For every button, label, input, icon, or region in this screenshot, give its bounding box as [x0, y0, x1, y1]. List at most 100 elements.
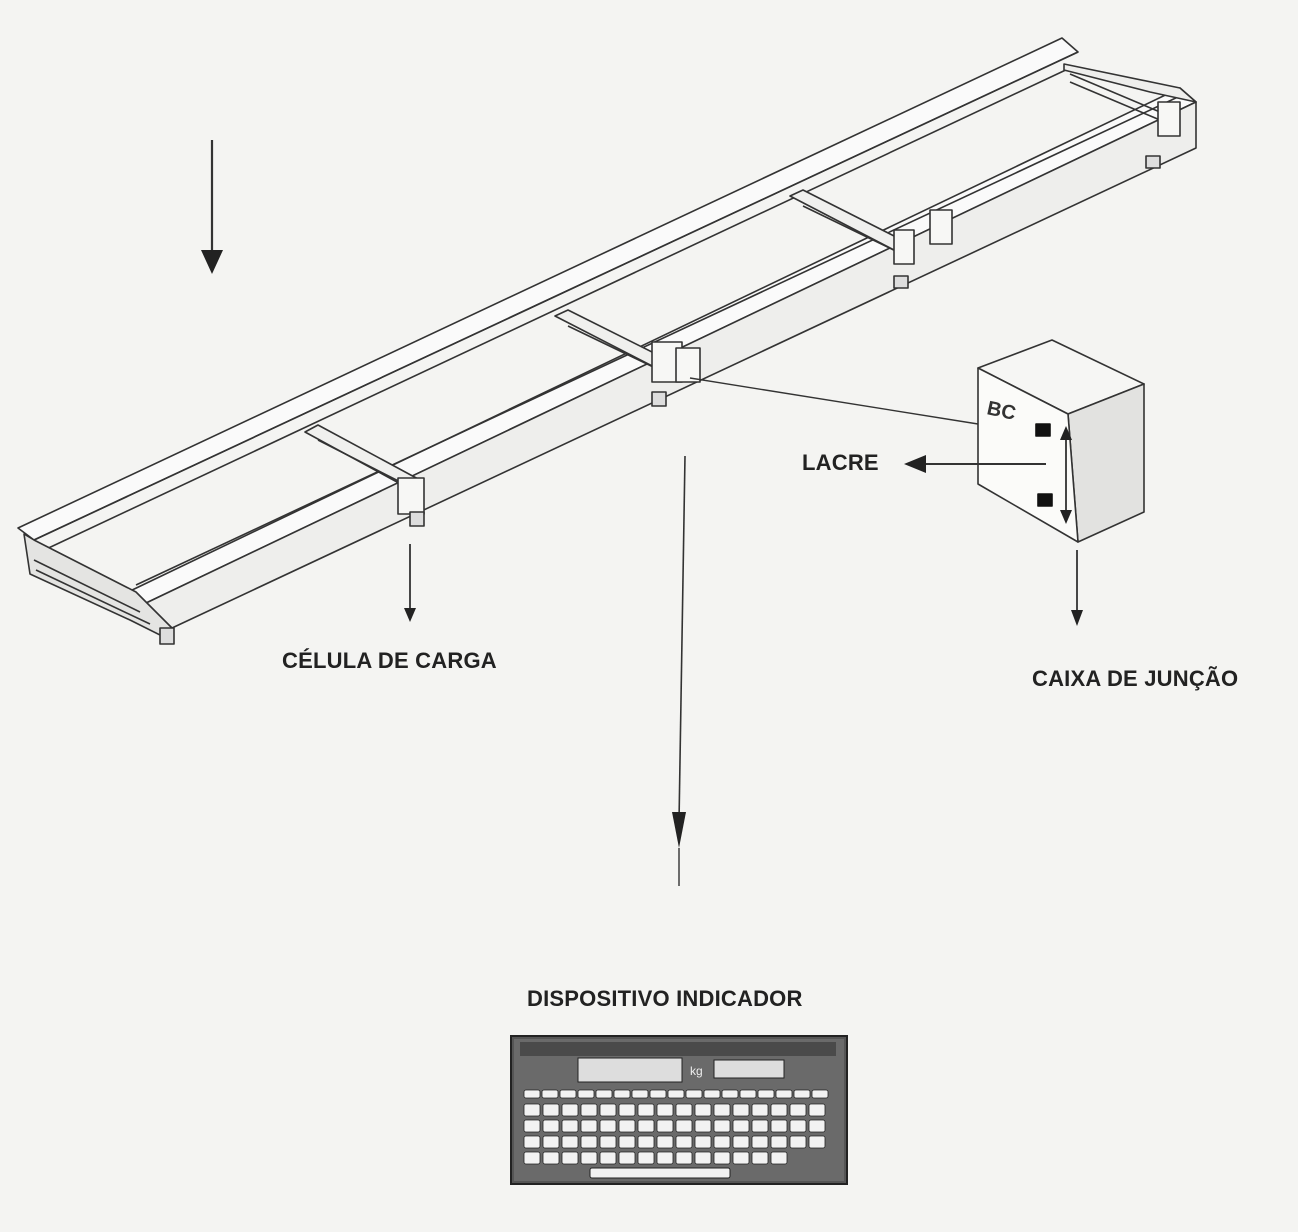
display-screen	[577, 1057, 683, 1083]
keyboard-key	[542, 1151, 560, 1165]
keyboard-key	[789, 1103, 807, 1117]
keyboard-key	[703, 1089, 721, 1099]
keyboard-key	[667, 1089, 685, 1099]
keyboard-key	[618, 1135, 636, 1149]
keyboard-key	[656, 1151, 674, 1165]
keyboard-key	[542, 1103, 560, 1117]
seal-point-bottom	[1037, 493, 1053, 507]
keyboard-key	[656, 1103, 674, 1117]
keyboard-key	[618, 1119, 636, 1133]
keyboard-key	[631, 1089, 649, 1099]
keyboard-key	[770, 1151, 788, 1165]
keyboard-key	[751, 1119, 769, 1133]
keyboard-key	[523, 1089, 541, 1099]
junction-box	[977, 339, 1145, 543]
seal-point-top	[1035, 423, 1051, 437]
keyboard-key	[541, 1089, 559, 1099]
keyboard-spacebar	[589, 1167, 731, 1179]
load-cell-label: CÉLULA DE CARGA	[282, 648, 497, 673]
indicator-device: kg	[510, 1035, 848, 1185]
keyboard-key	[580, 1119, 598, 1133]
keyboard-key	[808, 1135, 826, 1149]
keyboard-key	[599, 1119, 617, 1133]
keyboard-key	[694, 1151, 712, 1165]
display-screen-secondary	[713, 1059, 785, 1079]
keyboard-key	[675, 1151, 693, 1165]
keyboard-key	[656, 1119, 674, 1133]
keyboard-key	[770, 1119, 788, 1133]
keyboard-key	[789, 1135, 807, 1149]
keyboard-key	[732, 1151, 750, 1165]
keyboard-key	[751, 1135, 769, 1149]
junction-box-label: CAIXA DE JUNÇÃO	[1032, 666, 1239, 691]
keyboard-key	[694, 1103, 712, 1117]
keyboard-key	[561, 1119, 579, 1133]
keyboard-key	[656, 1135, 674, 1149]
indicator-device-label: DISPOSITIVO INDICADOR	[527, 986, 803, 1011]
keyboard-key	[599, 1135, 617, 1149]
keyboard-key	[732, 1119, 750, 1133]
keyboard-key	[618, 1103, 636, 1117]
keyboard-key	[637, 1119, 655, 1133]
keyboard-key	[732, 1103, 750, 1117]
keyboard-key	[732, 1135, 750, 1149]
keyboard-key	[559, 1089, 577, 1099]
keyboard-key	[721, 1089, 739, 1099]
keyboard-key	[775, 1089, 793, 1099]
seal-arrow	[904, 455, 1046, 473]
keyboard-key	[713, 1119, 731, 1133]
keyboard-key	[523, 1103, 541, 1117]
keyboard-key	[811, 1089, 829, 1099]
keyboard-key	[523, 1151, 541, 1165]
keyboard-key	[713, 1151, 731, 1165]
junction-box-arrow	[1071, 550, 1083, 626]
keyboard-key	[599, 1151, 617, 1165]
keyboard-key	[577, 1089, 595, 1099]
keyboard-key	[523, 1135, 541, 1149]
keyboard-key	[675, 1103, 693, 1117]
keyboard-key	[542, 1135, 560, 1149]
keyboard-key	[561, 1151, 579, 1165]
keyboard-key	[580, 1151, 598, 1165]
keyboard-key	[613, 1089, 631, 1099]
keyboard-key	[580, 1103, 598, 1117]
keyboard-key	[561, 1103, 579, 1117]
keyboard-key	[595, 1089, 613, 1099]
signal-cable	[689, 377, 979, 425]
keyboard-key	[751, 1103, 769, 1117]
keyboard-key	[793, 1089, 811, 1099]
keyboard-key	[789, 1119, 807, 1133]
keyboard-key	[542, 1119, 560, 1133]
keyboard-key	[637, 1151, 655, 1165]
keyboard-key	[808, 1119, 826, 1133]
keyboard-key	[713, 1103, 731, 1117]
keyboard-key	[599, 1103, 617, 1117]
load-cell-arrow	[404, 544, 416, 622]
keyboard-key	[675, 1135, 693, 1149]
weighbridge-platform	[17, 37, 1197, 645]
keyboard-key	[523, 1119, 541, 1133]
keyboard-key	[675, 1119, 693, 1133]
load-cell-feet	[159, 155, 1161, 645]
indicator-arrow	[672, 455, 686, 886]
keyboard	[523, 1089, 829, 1179]
top-down-arrow	[201, 140, 223, 274]
keyboard-key	[770, 1103, 788, 1117]
keyboard-key	[694, 1119, 712, 1133]
keyboard-key	[808, 1103, 826, 1117]
keyboard-key	[694, 1135, 712, 1149]
keyboard-key	[561, 1135, 579, 1149]
keyboard-key	[637, 1103, 655, 1117]
keyboard-key	[637, 1135, 655, 1149]
keyboard-key	[713, 1135, 731, 1149]
keyboard-key	[649, 1089, 667, 1099]
display-unit: kg	[690, 1064, 703, 1078]
cross-beam-3	[789, 189, 907, 257]
keyboard-key	[770, 1135, 788, 1149]
keyboard-key	[751, 1151, 769, 1165]
seal-label: LACRE	[802, 450, 879, 475]
keyboard-key	[685, 1089, 703, 1099]
keyboard-key	[757, 1089, 775, 1099]
keyboard-key	[739, 1089, 757, 1099]
